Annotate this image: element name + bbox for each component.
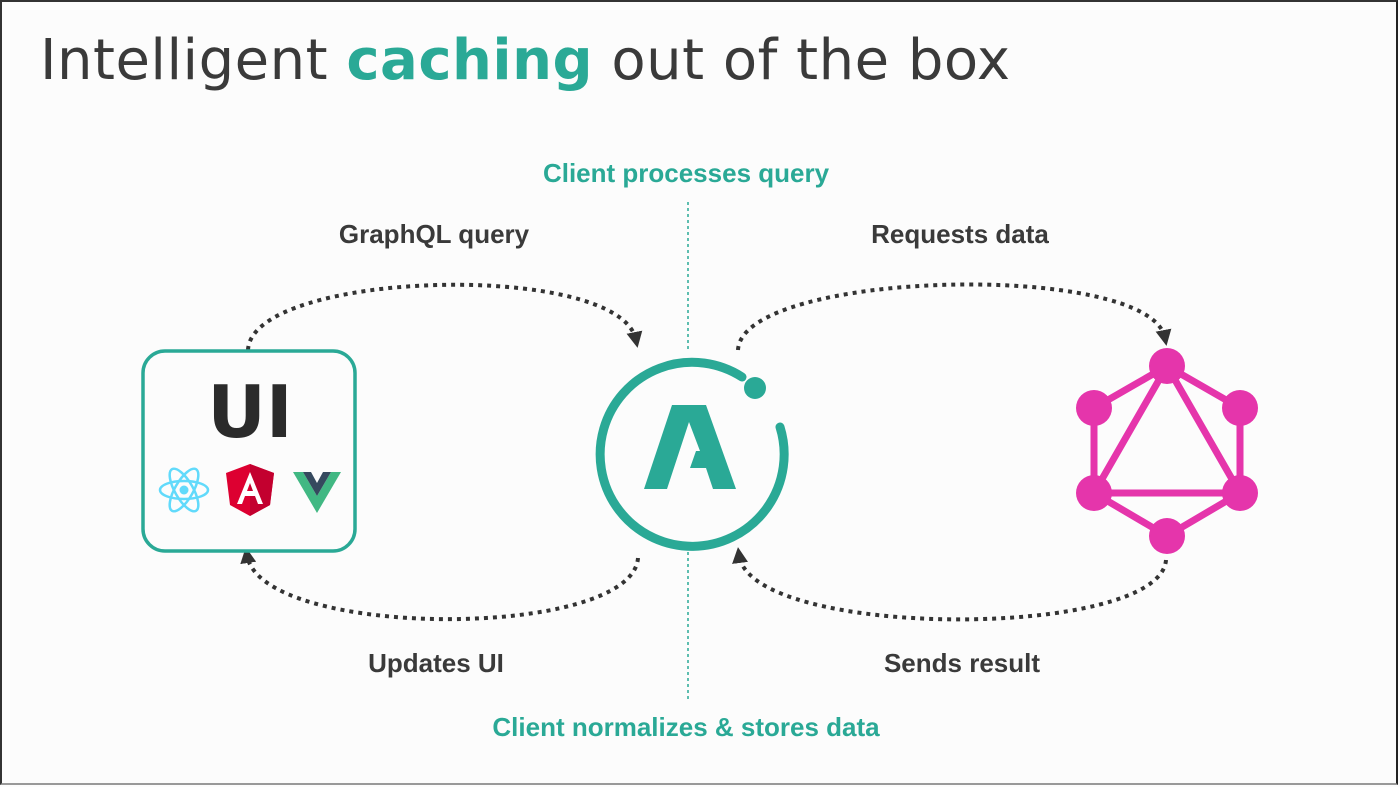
title-suffix: out of the box — [593, 28, 1011, 93]
arrow-ui-to-client — [246, 282, 643, 351]
graphql-logo-icon — [1076, 348, 1258, 554]
slide-title: Intelligent caching out of the box — [40, 28, 1011, 93]
arrow-client-to-server — [736, 282, 1172, 351]
title-accent: caching — [346, 28, 594, 93]
edge-label-requests-data: Requests data — [871, 219, 1049, 249]
apollo-logo-icon — [595, 357, 789, 551]
ui-node-box — [141, 349, 357, 553]
bottom-center-label: Client normalizes & stores data — [492, 712, 880, 742]
top-center-label: Client processes query — [542, 158, 830, 188]
vue-icon — [293, 472, 341, 513]
react-icon — [158, 467, 210, 513]
edge-label-graphql-query: GraphQL query — [338, 219, 530, 249]
arrow-client-to-ui — [240, 547, 640, 622]
angular-icon — [226, 464, 274, 516]
title-prefix: Intelligent — [40, 28, 347, 93]
arrow-server-to-client — [732, 547, 1168, 622]
ui-node-label: UI — [207, 370, 293, 454]
edge-label-sends-result: Sends result — [883, 648, 1041, 678]
edge-label-updates-ui: Updates UI — [368, 648, 504, 678]
